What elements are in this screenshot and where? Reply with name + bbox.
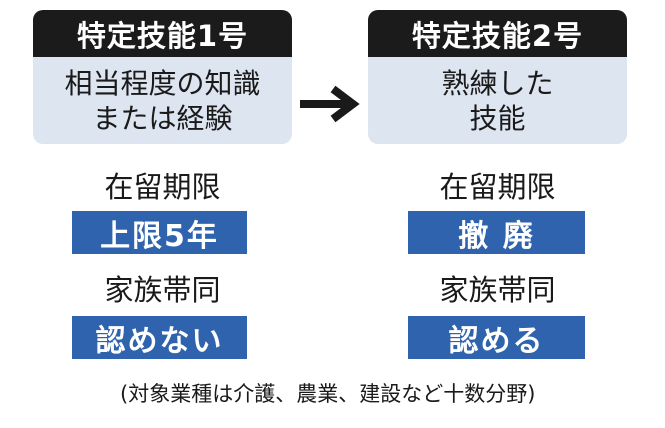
footnote: (対象業種は介護、農業、建設など十数分野)	[120, 382, 536, 406]
category-1-stay-label: 在留期限	[104, 170, 221, 204]
category-1-card: 特定技能1号 相当程度の知識 または経験	[33, 10, 292, 144]
category-2-family-value: 認める	[408, 316, 585, 359]
category-1-description: 相当程度の知識 または経験	[33, 57, 292, 144]
category-1-family-value: 認めない	[72, 316, 247, 359]
category-2-description-line-1: 熟練した	[441, 66, 554, 100]
category-2-card: 特定技能2号 熟練した 技能	[368, 10, 627, 144]
category-2-header: 特定技能2号	[368, 10, 627, 57]
category-1-description-line-2: または経験	[92, 101, 233, 135]
category-1-header: 特定技能1号	[33, 10, 292, 57]
category-1-stay-value: 上限5年	[72, 211, 247, 254]
category-2-stay-value: 撤 廃	[408, 211, 585, 254]
category-2-family-label: 家族帯同	[439, 273, 556, 307]
category-2-description-line-2: 技能	[469, 101, 526, 135]
category-2-description: 熟練した 技能	[368, 57, 627, 144]
category-2-stay-label: 在留期限	[439, 170, 556, 204]
category-1-description-line-1: 相当程度の知識	[64, 66, 261, 100]
category-1-family-label: 家族帯同	[104, 273, 221, 307]
right-arrow-icon	[300, 85, 360, 123]
